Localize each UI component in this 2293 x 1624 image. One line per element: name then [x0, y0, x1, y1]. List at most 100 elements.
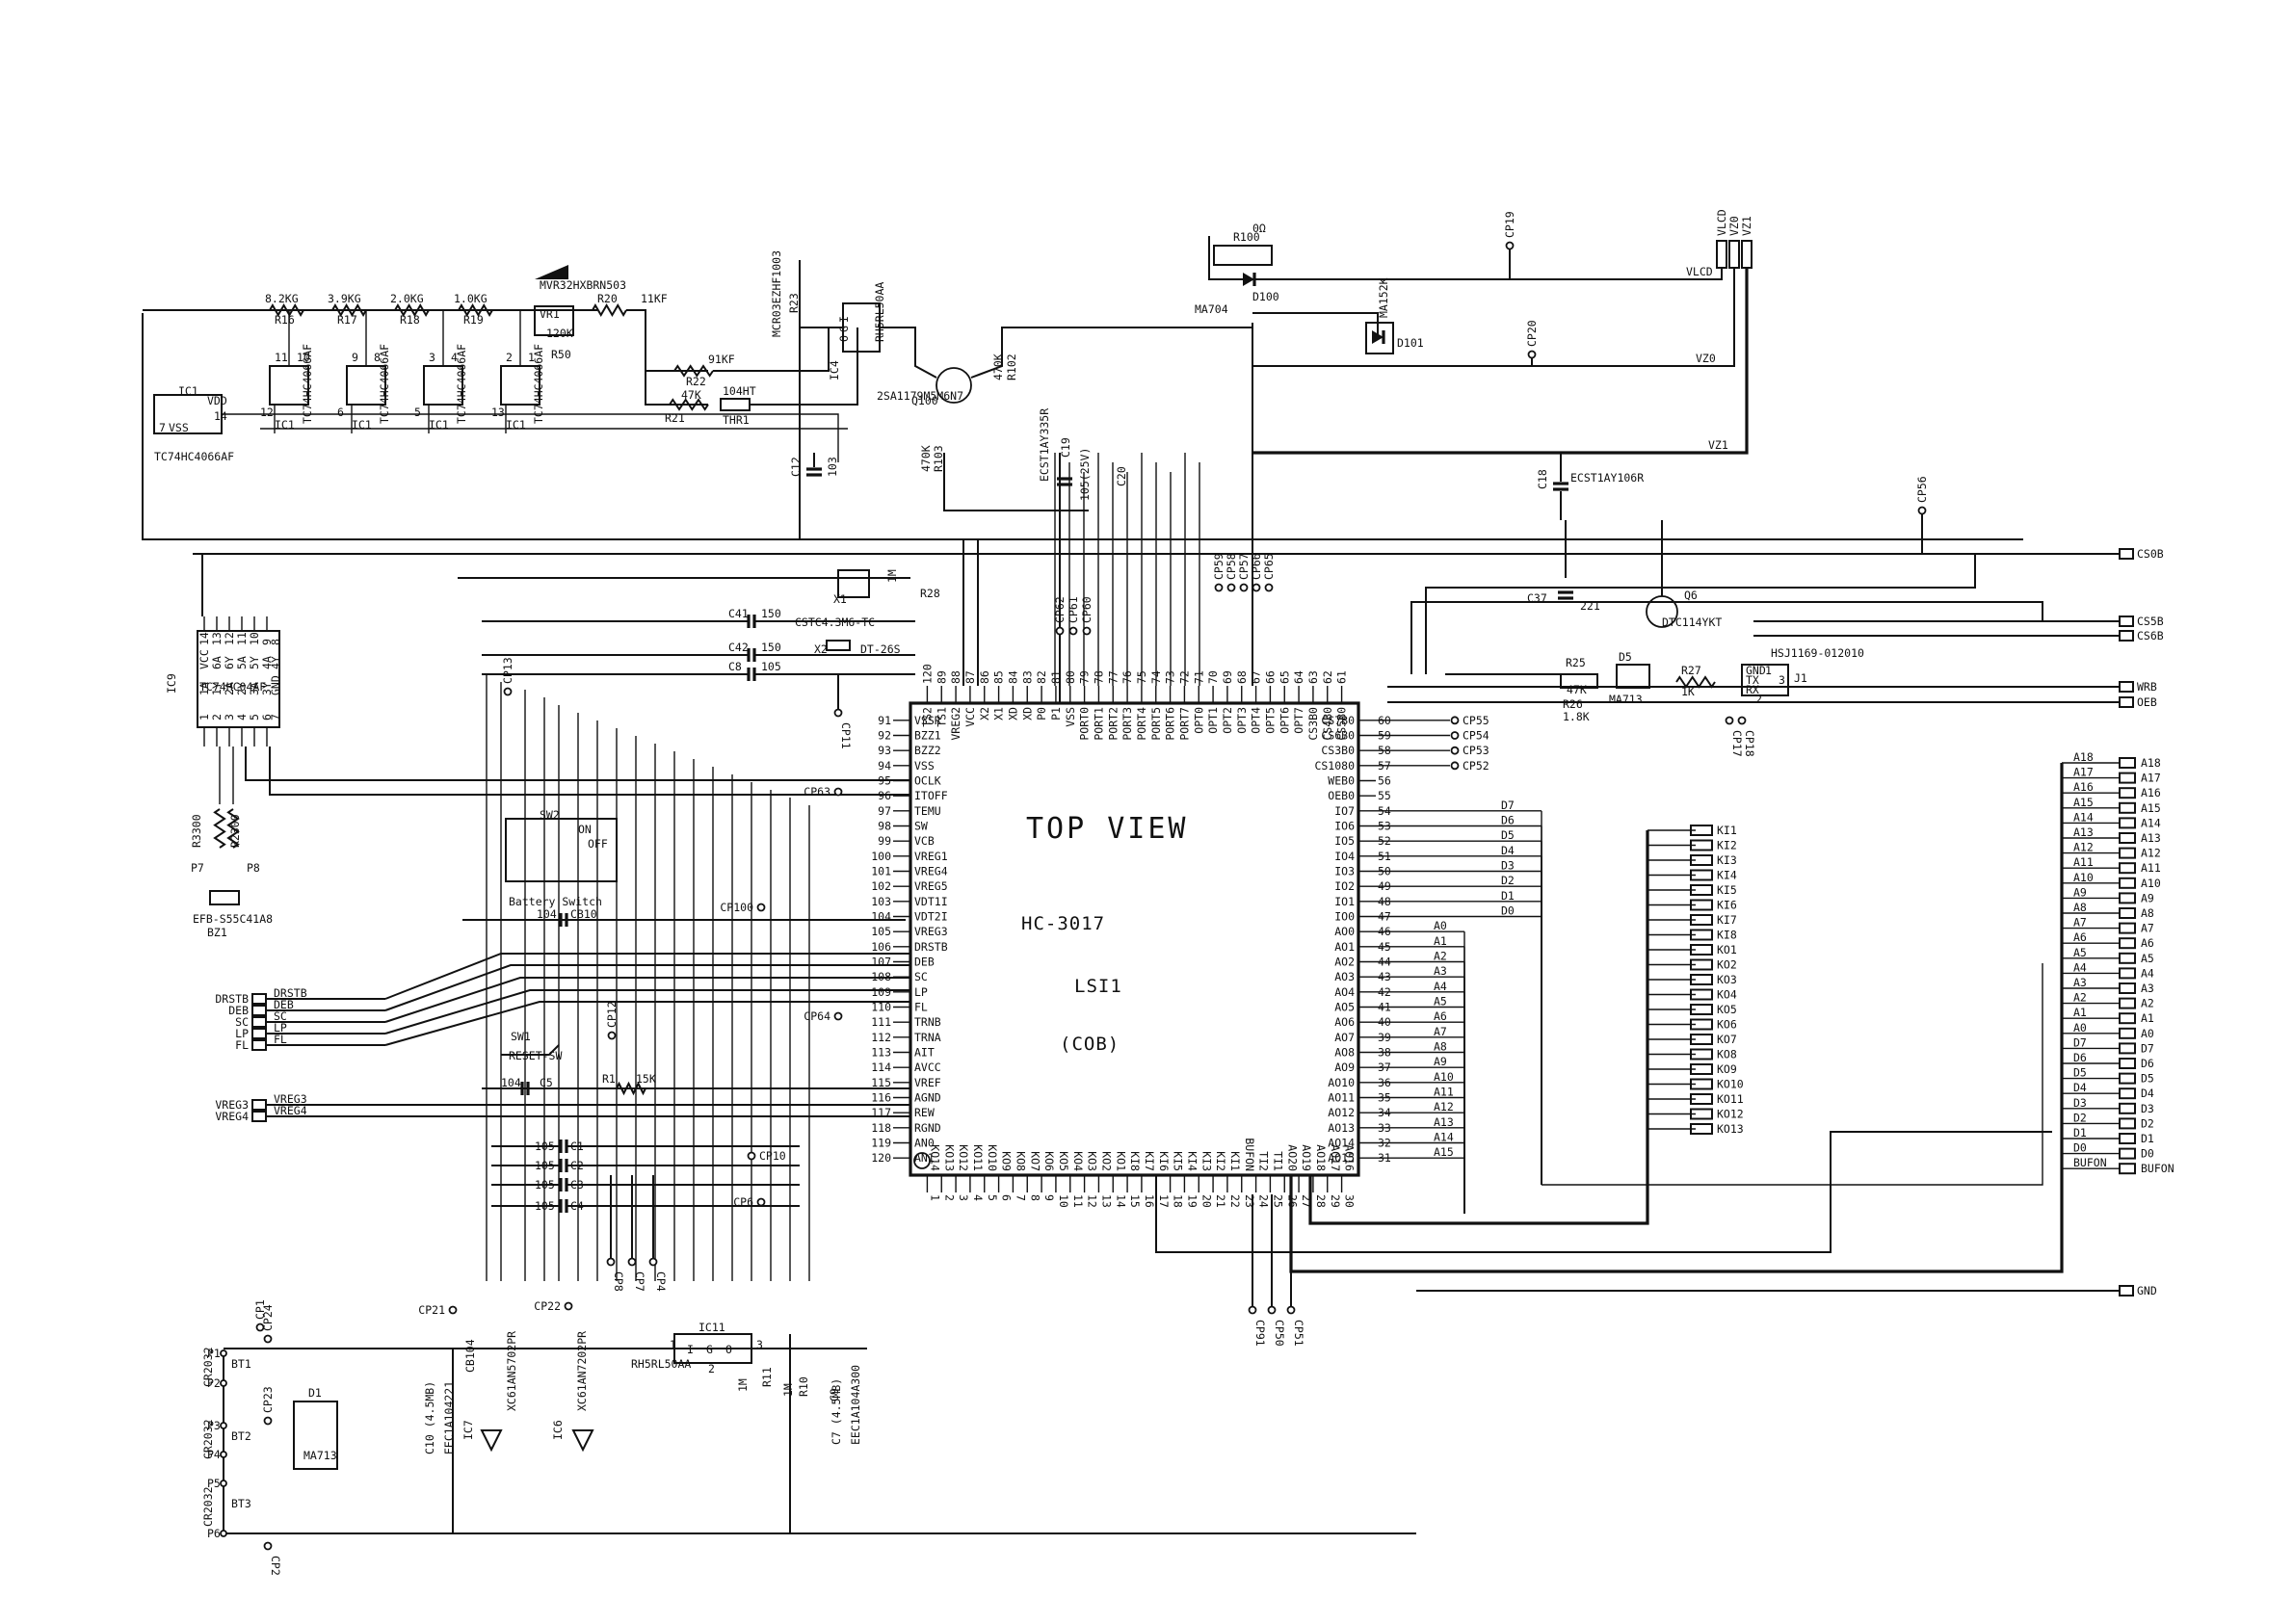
r22-out: [713, 327, 830, 372]
connector-pad: [2119, 877, 2136, 889]
cp4: [648, 1257, 658, 1267]
ki-ko-label: KO9: [1717, 1062, 1737, 1076]
bank-cap-ref: C1: [570, 1139, 584, 1153]
pin-number: 17: [1157, 1194, 1171, 1208]
pin-signal: AGND: [914, 1091, 941, 1105]
connector-pad: [2119, 1147, 2136, 1160]
pin-signal: TI2: [1257, 1151, 1271, 1171]
ic9-bot-signal: 3Y: [260, 682, 274, 695]
r20-val: 11KF: [641, 292, 668, 305]
address-wire-label: A18: [2073, 750, 2094, 764]
sw2-on: ON: [578, 823, 592, 836]
test-point: [1450, 716, 1460, 725]
drstb-net: [384, 953, 910, 1000]
ic1-switch-label: IC1: [275, 418, 295, 432]
j1-body: [1741, 664, 1789, 696]
vreg-connector: VREG3: [215, 1098, 249, 1112]
ki-ko-label: KI4: [1717, 869, 1737, 882]
c20-ref: C20: [1115, 466, 1128, 486]
left-conn-net: DRSTB: [274, 986, 307, 1000]
chip-part: HC-3017: [1021, 913, 1105, 934]
c19-val: 105(25V): [1078, 448, 1092, 501]
connector-pad: [1690, 914, 1713, 926]
cp21: [448, 1305, 458, 1315]
cp50: [1267, 1305, 1277, 1315]
ic9-top-signal: VCC: [198, 649, 211, 669]
address-connector-label: A14: [2141, 816, 2161, 829]
test-point-label: CP23: [261, 1386, 275, 1413]
pin-number: 4: [971, 1194, 985, 1201]
address-wire-label: A1: [2073, 1006, 2087, 1019]
ic1-switch-body: [500, 365, 540, 406]
ki-ko-label: KO10: [1717, 1078, 1744, 1091]
p8: P8: [247, 861, 260, 875]
connector-pad: [2119, 787, 2136, 799]
cp19: [1505, 241, 1515, 250]
ladder-resistor: [331, 303, 367, 317]
pin-signal: SC: [914, 970, 928, 983]
ki-ko-label: KO13: [1717, 1122, 1744, 1136]
r10-ref: R10: [797, 1376, 810, 1397]
pin-number: 12: [1086, 1194, 1099, 1208]
pin-number: 21: [1214, 1194, 1227, 1208]
ic6-ref: IC6: [551, 1420, 565, 1440]
connector-pad: [2119, 1102, 2136, 1114]
ic7-ref: IC7: [461, 1420, 475, 1440]
battery-type: CR2032: [201, 1419, 215, 1459]
vr1-arrow: [535, 265, 568, 279]
cp17: [1725, 716, 1734, 725]
cp2: [263, 1541, 273, 1551]
connector-pad: [1690, 1123, 1713, 1135]
p-label: P3: [207, 1419, 221, 1432]
pin-number: 8: [1028, 1194, 1041, 1201]
pin-signal: KO3: [1086, 1151, 1099, 1171]
pin-number: 50: [1378, 865, 1391, 878]
bufon-net: [1155, 1131, 2052, 1253]
address-connector-label: A10: [2141, 877, 2161, 890]
cb10-ref: CB10: [570, 907, 597, 921]
pin-number: 11: [1071, 1194, 1085, 1208]
bus-label: D4: [1501, 844, 1515, 857]
chip-body: [909, 701, 1360, 1177]
test-point-label: CP20: [1525, 320, 1539, 347]
pin-signal: TS1: [935, 707, 948, 727]
resistor-ref: R16: [275, 313, 295, 327]
ic1-switch-label: IC1: [506, 418, 526, 432]
pin-number: 91: [878, 714, 891, 727]
c10-label: C10 (4.5MB): [423, 1381, 436, 1454]
pin-signal: AO5: [1334, 1001, 1355, 1014]
data-bus-link: [1542, 963, 2043, 1186]
bus-label: D0: [1501, 904, 1515, 918]
pin-number: 61: [1335, 670, 1349, 684]
pin-number: 51: [1378, 850, 1391, 863]
pin-signal: OPT4: [1250, 707, 1263, 734]
pin-signal: AO10: [1328, 1076, 1355, 1089]
pin-number: 33: [1378, 1121, 1391, 1135]
r23-part: MCR03EZHF1003: [770, 250, 783, 337]
ic1-switch-part: TC74HC4066AF: [378, 344, 391, 424]
ic9-top-num: 9: [260, 639, 274, 645]
ic9-bot-signal: 1Y: [210, 682, 224, 695]
address-connector-label: D2: [2141, 1116, 2154, 1130]
connector-pad: [1690, 854, 1713, 866]
cp56: [1917, 506, 1927, 515]
ki-ko-label: KI7: [1717, 913, 1737, 927]
pin-signal: VDT1I: [914, 895, 948, 908]
connector-pad: [251, 1111, 267, 1122]
address-connector-label: A7: [2141, 922, 2154, 935]
cap-ref: C42: [728, 641, 749, 654]
power-pad: [1716, 240, 1727, 269]
right-connector: GND: [2137, 1284, 2157, 1297]
pin-signal: KO14: [928, 1144, 941, 1171]
pin-signal: OPT2: [1221, 707, 1234, 734]
connector-pad: [2119, 772, 2136, 784]
bus-label: A7: [1434, 1025, 1447, 1038]
bus-label: A3: [1434, 964, 1447, 978]
pin-signal: AO17: [1329, 1144, 1342, 1171]
ic1-pin7: 7: [159, 421, 166, 434]
pin-signal: PORT0: [1078, 707, 1092, 741]
ic1-pin: 10: [297, 351, 310, 364]
pin-signal: KO10: [986, 1144, 999, 1171]
cp12: [607, 1031, 617, 1040]
